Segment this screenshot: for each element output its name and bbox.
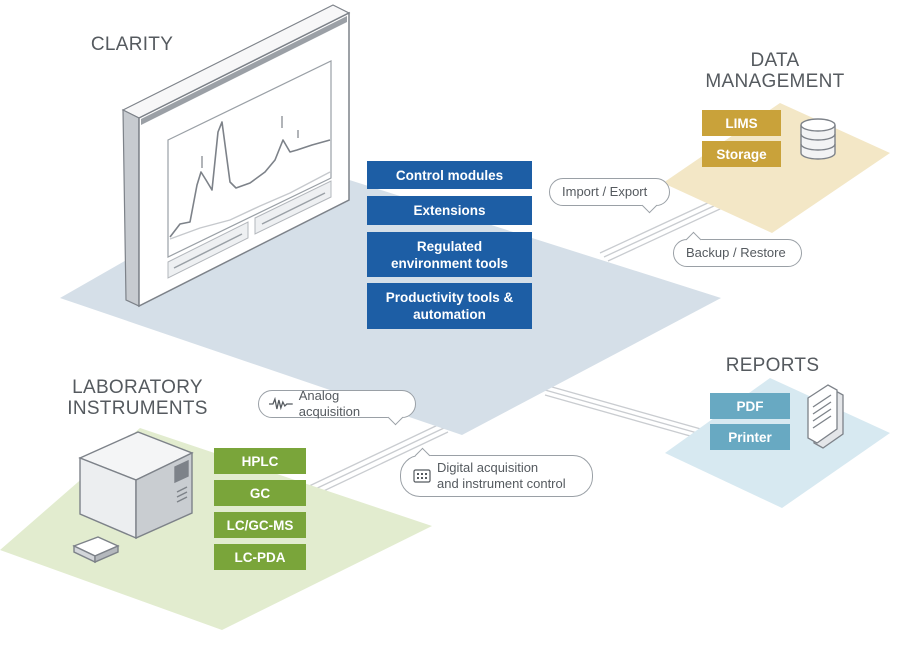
data-management-title-line1: DATA bbox=[750, 50, 800, 71]
documents-icon bbox=[807, 384, 844, 449]
lc-gc-ms-tag: LC/GC-MS bbox=[214, 512, 306, 538]
analog-acquisition-bubble: Analog acquisition bbox=[258, 388, 416, 426]
hplc-tag: HPLC bbox=[214, 448, 306, 474]
reports-title: REPORTS bbox=[725, 355, 820, 376]
laboratory-title-line2: INSTRUMENTS bbox=[67, 398, 208, 419]
digital-acquisition-line1: Digital acquisition bbox=[437, 460, 539, 475]
module-productivity-tools: Productivity tools & automation bbox=[367, 283, 532, 329]
gc-tag: GC bbox=[214, 480, 306, 506]
lims-tag: LIMS bbox=[702, 110, 781, 136]
laboratory-title-line1: LABORATORY bbox=[72, 377, 203, 398]
lc-pda-tag: LC-PDA bbox=[214, 544, 306, 570]
module-regulated-environment-tools-label: Regulated environment tools bbox=[390, 238, 508, 271]
module-regulated-environment-tools: Regulated environment tools bbox=[367, 232, 532, 277]
data-management-title-line2: MANAGEMENT bbox=[705, 71, 845, 92]
data-management-title: DATA MANAGEMENT bbox=[690, 50, 860, 92]
backup-restore-bubble: Backup / Restore bbox=[673, 231, 802, 267]
digital-acquisition-bubble: Digital acquisition and instrument contr… bbox=[400, 447, 593, 497]
module-extensions: Extensions bbox=[367, 196, 532, 225]
keypad-icon bbox=[413, 469, 431, 483]
module-productivity-tools-label: Productivity tools & automation bbox=[385, 290, 514, 322]
database-icon bbox=[800, 118, 836, 160]
module-control-modules: Control modules bbox=[367, 161, 532, 189]
monitor-icon bbox=[121, 4, 351, 308]
import-export-label: Import / Export bbox=[562, 184, 648, 199]
printer-tag: Printer bbox=[710, 424, 790, 450]
storage-tag: Storage bbox=[702, 141, 781, 167]
analog-acquisition-label: Analog acquisition bbox=[298, 388, 361, 419]
import-export-bubble: Import / Export bbox=[549, 178, 670, 214]
pdf-tag: PDF bbox=[710, 393, 790, 419]
backup-restore-label: Backup / Restore bbox=[686, 245, 786, 260]
digital-acquisition-text: Digital acquisition and instrument contr… bbox=[437, 460, 566, 492]
connector-reports bbox=[544, 384, 716, 444]
laboratory-title: LABORATORY INSTRUMENTS bbox=[55, 377, 220, 419]
lab-instrument-icon bbox=[72, 431, 194, 564]
connector-laboratory bbox=[304, 423, 449, 497]
clarity-title: CLARITY bbox=[90, 34, 174, 55]
waveform-icon bbox=[269, 397, 293, 411]
digital-acquisition-line2: and instrument control bbox=[437, 476, 566, 491]
